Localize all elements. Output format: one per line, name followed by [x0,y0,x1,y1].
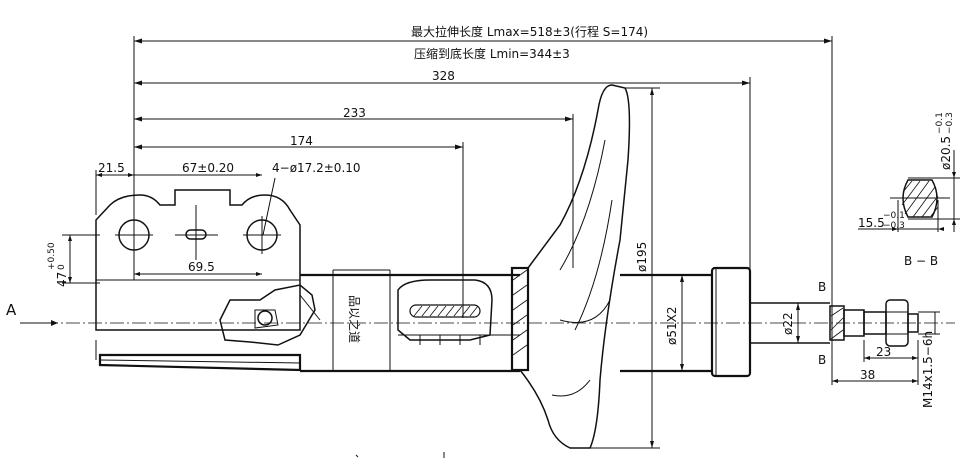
piston-rod: ø22 B B 23 38 M14x1.5−6h [750,280,940,408]
dim-20-5-tol-upper: −0.1 [935,112,945,134]
dim-21-5: 21.5 [98,161,125,175]
spring-perch: ø195 [518,84,660,449]
dim-thread: M14x1.5−6h [921,331,935,408]
dim-15-5-tol-lower: −0.3 [883,221,905,231]
dim-328: 328 [432,69,455,83]
body-mark: 品以之道 [347,295,361,343]
top-dimensions: 最大拉伸长度 Lmax=518±3(行程 S=174) 压缩到底长度 Lmin=… [133,24,833,318]
dim-51: ø51X2 [665,307,679,345]
view-a-label: A [6,301,17,319]
dim-47-tol-lower: 0 [57,264,67,270]
dim-22: ø22 [781,312,795,335]
section-b-top: B [818,280,826,294]
dim-15-5: 15.5 [858,216,885,230]
dim-20-5: ø20.5 [939,136,953,170]
section-b-bottom: B [818,353,826,367]
dim-69-5: 69.5 [188,260,215,274]
hatched-slot [409,304,481,318]
dim-233: 233 [343,106,366,120]
dim-47: 47 [55,272,69,287]
dim-47-tol-upper: +0.50 [47,242,57,270]
dim-holes: 4−ø17.2±0.10 [272,161,361,175]
dim-195: ø195 [635,242,649,272]
dim-23: 23 [876,345,891,359]
lmax-dimension: 最大拉伸长度 Lmax=518±3(行程 S=174) [411,24,648,39]
mounting-bracket: 21.5 67±0.20 4−ø17.2±0.10 69.5 47 [47,161,361,372]
lmin-dimension: 压缩到底长度 Lmin=344±3 [414,46,570,61]
main-tube: 品以之道 [300,266,530,373]
section-b-b: ø20.5 −0.1 −0.3 15.5 −0.1 −0.3 B − B [858,112,960,268]
dim-20-5-tol-lower: −0.3 [945,112,955,134]
dim-174: 174 [290,134,313,148]
dim-67: 67±0.20 [182,161,234,175]
outer-tube: ø51X2 [620,266,752,378]
section-title: B − B [904,254,938,268]
dim-15-5-tol-upper: −0.1 [883,211,905,221]
dim-38: 38 [860,368,875,382]
view-a-arrowhead [51,320,58,326]
